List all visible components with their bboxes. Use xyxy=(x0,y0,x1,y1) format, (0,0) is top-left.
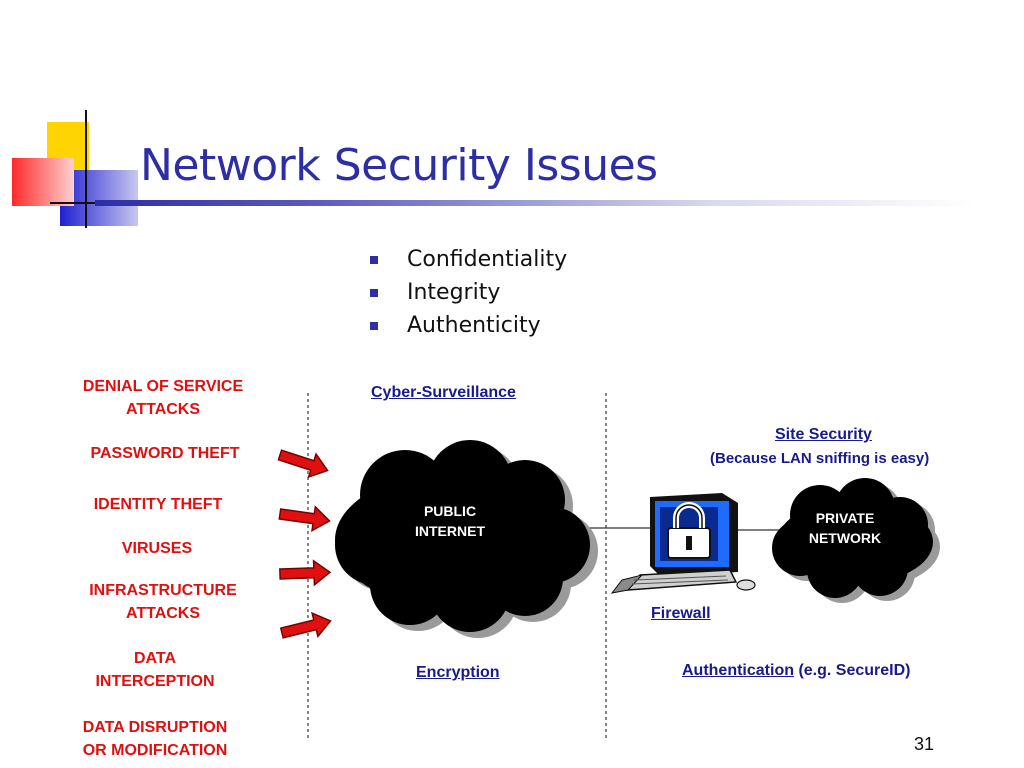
threat-viruses: VIRUSES xyxy=(121,540,193,557)
red-arrow-icon xyxy=(279,559,332,587)
square-bullet-icon xyxy=(370,255,378,264)
page-title: Network Security Issues xyxy=(140,140,658,191)
encryption-link[interactable]: Encryption xyxy=(416,664,500,681)
private-network-label: PRIVATE NETWORK xyxy=(808,510,882,546)
bullet-list: Confidentiality Integrity Authenticity xyxy=(370,243,567,342)
threat-data-interception: DATA INTERCEPTION xyxy=(95,650,215,690)
public-internet-cloud-body xyxy=(335,440,590,632)
slide-logo xyxy=(12,110,140,228)
threat-denial-of-service: DENIAL OF SERVICE ATTACKS xyxy=(82,378,244,418)
bullet-item: Confidentiality xyxy=(370,243,567,276)
square-bullet-icon xyxy=(370,288,378,297)
bullet-item: Integrity xyxy=(370,276,567,309)
authentication-link[interactable]: Authentication xyxy=(682,662,794,679)
site-security-link[interactable]: Site Security xyxy=(775,426,872,443)
page-number: 31 xyxy=(913,734,934,754)
cyber-surveillance-link[interactable]: Cyber-Surveillance xyxy=(371,384,516,401)
title-underline xyxy=(95,200,975,206)
threat-data-disruption: DATA DISRUPTION OR MODIFICATION xyxy=(82,719,228,759)
threat-identity-theft: IDENTITY THEFT xyxy=(93,496,223,513)
bullet-item: Authenticity xyxy=(370,309,567,342)
authentication-note: (e.g. SecureID) xyxy=(798,662,911,679)
red-arrow-icon xyxy=(278,505,331,532)
threat-infrastructure-attacks: INFRASTRUCTURE ATTACKS xyxy=(89,582,237,622)
authentication-line: Authentication (e.g. SecureID) xyxy=(682,662,910,680)
square-bullet-icon xyxy=(370,321,378,330)
red-arrow-icon xyxy=(279,611,332,639)
firewall-link[interactable]: Firewall xyxy=(651,605,711,622)
red-arrow-icon xyxy=(277,449,329,479)
lock-computer-icon xyxy=(610,493,756,594)
private-network-cloud-body xyxy=(772,478,933,598)
public-internet-label: PUBLIC INTERNET xyxy=(415,503,485,539)
threat-password-theft: PASSWORD THEFT xyxy=(90,445,240,462)
site-security-note: (Because LAN sniffing is easy) xyxy=(710,450,930,467)
